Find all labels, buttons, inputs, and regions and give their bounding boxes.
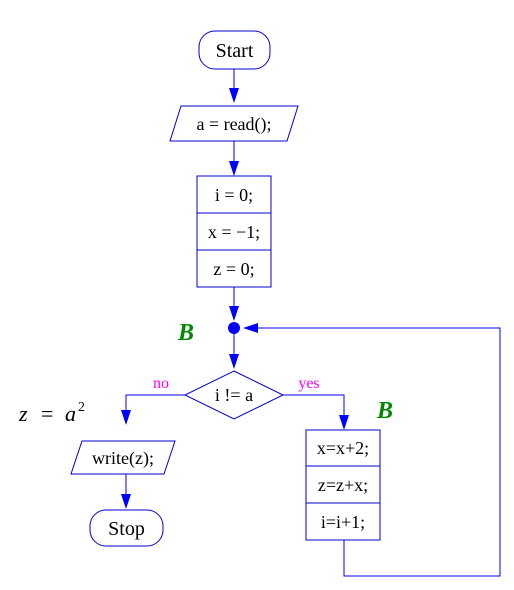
edge-init-join bbox=[229, 287, 239, 321]
edge-start-read bbox=[229, 69, 239, 103]
init-statement-i: i = 0; bbox=[215, 185, 253, 205]
loop-body-block: x=x+2; z=z+x; i=i+1; bbox=[305, 429, 381, 541]
init-statement-x: x = −1; bbox=[208, 222, 260, 242]
assertion-exponent: 2 bbox=[78, 400, 85, 415]
stop-node: Stop bbox=[89, 509, 164, 547]
write-output-node: write(z); bbox=[70, 440, 176, 475]
block-label-right: B bbox=[376, 398, 393, 424]
assertion-formula: z = a 2 bbox=[18, 400, 85, 426]
start-label: Start bbox=[216, 40, 254, 62]
branch-label-no: no bbox=[153, 375, 169, 392]
read-input-node: a = read(); bbox=[169, 105, 299, 142]
assertion-lhs: z bbox=[18, 401, 28, 426]
edge-yes-branch bbox=[283, 394, 349, 430]
assertion-equals: = bbox=[41, 401, 53, 426]
assertion-base: a bbox=[65, 401, 76, 426]
edge-loop-back bbox=[243, 323, 501, 577]
edge-join-condition bbox=[229, 334, 239, 369]
init-block: i = 0; x = −1; z = 0; bbox=[196, 175, 272, 288]
stop-label: Stop bbox=[108, 518, 145, 540]
branch-label-yes: yes bbox=[298, 375, 319, 392]
join-point bbox=[228, 322, 240, 334]
read-input-label: a = read(); bbox=[196, 114, 271, 135]
edge-write-stop bbox=[121, 474, 131, 509]
block-label-left: B bbox=[177, 320, 194, 346]
condition-node: i != a bbox=[183, 370, 285, 420]
edge-no-branch bbox=[121, 394, 185, 425]
start-node: Start bbox=[198, 30, 271, 70]
init-statement-z: z = 0; bbox=[213, 259, 254, 279]
write-output-label: write(z); bbox=[92, 448, 154, 469]
condition-label: i != a bbox=[215, 385, 253, 405]
body-statement-z: z=z+x; bbox=[318, 475, 368, 495]
edge-read-init bbox=[229, 141, 239, 176]
body-statement-i: i=i+1; bbox=[321, 512, 365, 532]
body-statement-x: x=x+2; bbox=[317, 438, 369, 458]
